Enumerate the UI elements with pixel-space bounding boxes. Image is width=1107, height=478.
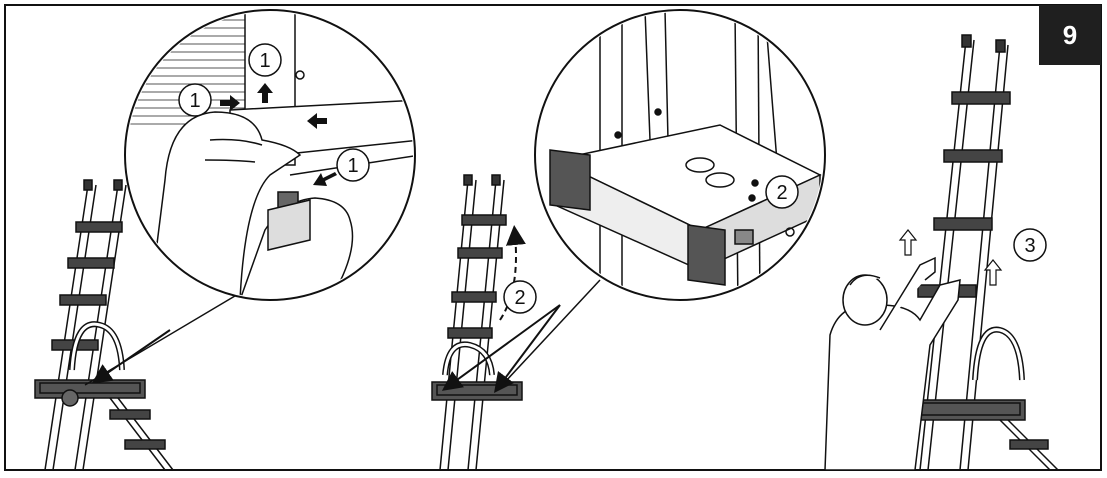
svg-text:2: 2 <box>514 287 525 309</box>
panel-2: 2 2 <box>431 9 826 471</box>
callout-2-b: 2 <box>765 175 799 209</box>
callout-3: 3 <box>1013 228 1047 262</box>
zoom-pointer-line-2 <box>504 279 601 383</box>
hand-upper <box>149 111 302 298</box>
panel-frame <box>4 4 1102 471</box>
raise-arrow-left <box>898 229 918 256</box>
svg-text:1: 1 <box>259 50 270 72</box>
push-arrow-left <box>220 95 240 111</box>
pointer-line-2a <box>441 304 561 391</box>
callout-2-a: 2 <box>503 280 537 314</box>
svg-text:3: 3 <box>1024 235 1035 257</box>
callout-1-b: 1 <box>248 43 282 77</box>
callout-1-c: 1 <box>336 148 370 182</box>
step-number-badge: 9 <box>1039 5 1101 65</box>
panel-2-ladder <box>431 174 523 471</box>
svg-text:2: 2 <box>776 182 787 204</box>
person-figure <box>824 256 961 471</box>
svg-text:1: 1 <box>347 155 358 177</box>
svg-text:1: 1 <box>189 90 200 112</box>
panel-1: 1 1 1 <box>34 9 416 471</box>
raise-arrow-right <box>983 259 1003 286</box>
push-arrow-up <box>257 83 273 103</box>
callout-1-a: 1 <box>178 83 212 117</box>
panel-1-ladder <box>34 179 174 471</box>
push-arrow-diag <box>313 172 337 186</box>
panel-3: 3 <box>824 34 1059 471</box>
push-arrow-in <box>307 113 327 129</box>
pointer-line-2b <box>494 304 561 393</box>
zoom-pointer-arrow <box>91 329 171 384</box>
